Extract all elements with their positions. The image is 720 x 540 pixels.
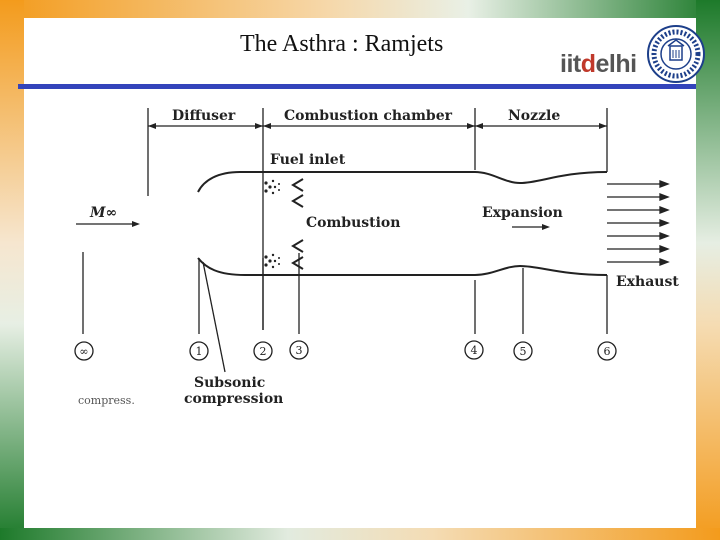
iitd-emblem-icon — [647, 25, 705, 83]
label-compress-fragment: compress. — [78, 394, 135, 407]
station-markers — [74, 340, 617, 361]
station-label-6: 6 — [604, 345, 611, 358]
title-rule — [18, 84, 696, 89]
label-freestream-mach: M∞ — [89, 205, 117, 221]
iitd-logo-wordmark: iitdelhi — [560, 50, 637, 79]
label-diffuser: Diffuser — [172, 108, 236, 124]
label-fuel-inlet: Fuel inlet — [270, 152, 346, 168]
label-combustion: Combustion — [306, 215, 400, 231]
freestream-arrowhead — [132, 221, 140, 227]
station-label-3: 3 — [296, 344, 303, 357]
station-label-inf: ∞ — [79, 345, 88, 358]
station-label-5: 5 — [520, 345, 527, 358]
logo-part-iit: iit — [560, 50, 581, 78]
station-label-2: 2 — [260, 345, 267, 358]
label-nozzle: Nozzle — [508, 108, 560, 124]
exhaust-flow-arrows — [607, 180, 670, 266]
fuel-injector-top — [264, 179, 280, 195]
label-compression: compression — [184, 391, 283, 407]
slide-title: The Asthra : Ramjets — [240, 31, 444, 57]
expansion-arrowhead — [542, 224, 550, 230]
flame-holders — [291, 178, 304, 270]
slide-canvas — [24, 18, 696, 528]
logo-part-d: d — [580, 50, 596, 78]
label-combustion-chamber: Combustion chamber — [284, 108, 453, 124]
station-label-1: 1 — [196, 345, 203, 358]
station-label-4: 4 — [471, 344, 478, 357]
label-exhaust: Exhaust — [616, 274, 679, 290]
label-expansion: Expansion — [482, 205, 563, 221]
label-subsonic: Subsonic — [194, 375, 265, 391]
engine-walls — [197, 171, 608, 276]
dimension-arrowheads — [148, 123, 607, 129]
fuel-injector-bottom — [264, 253, 280, 269]
station-leaders — [82, 252, 608, 373]
logo-part-elhi: elhi — [595, 50, 638, 78]
